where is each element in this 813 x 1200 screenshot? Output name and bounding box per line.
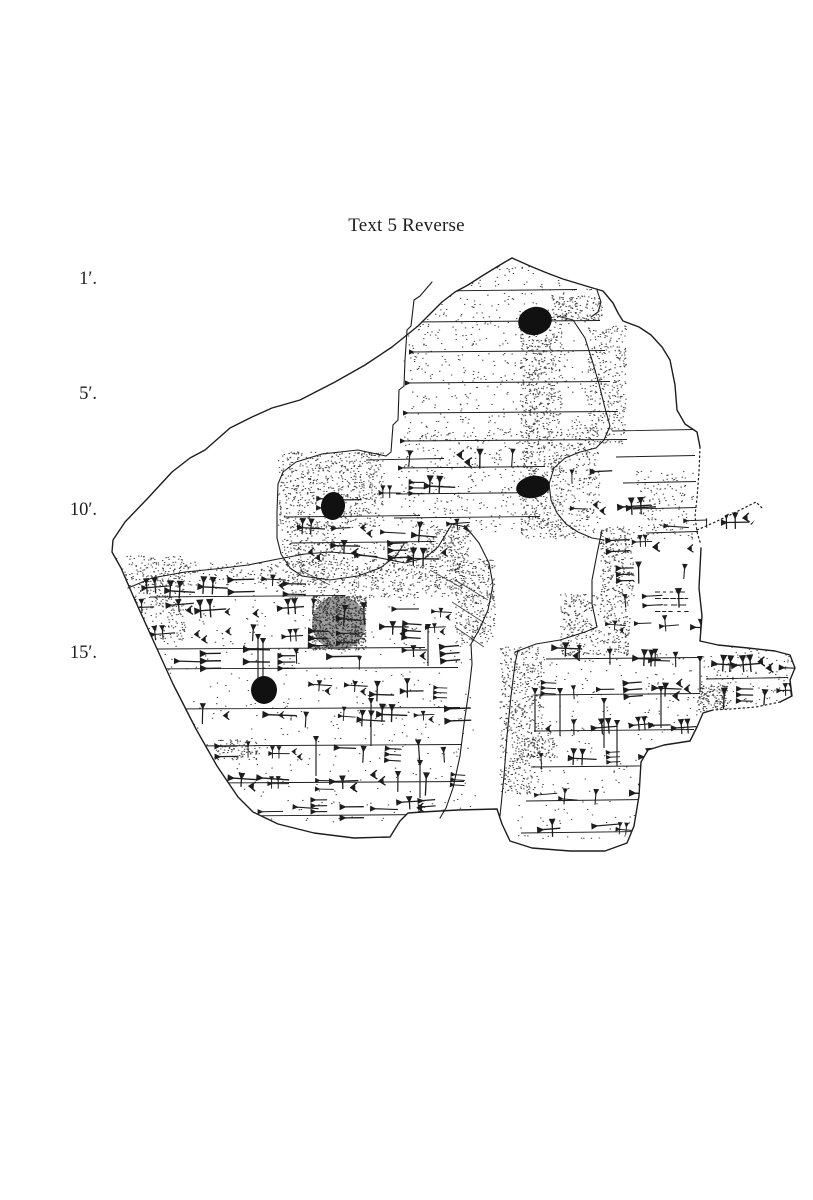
line-number-label-15: 15′. (69, 643, 97, 663)
line-number-label-5: 5′. (79, 384, 97, 404)
line-number-label-1: 1′. (79, 269, 97, 289)
line-number-label-10: 10′. (69, 500, 97, 520)
figure-title: Text 5 Reverse (348, 215, 465, 236)
